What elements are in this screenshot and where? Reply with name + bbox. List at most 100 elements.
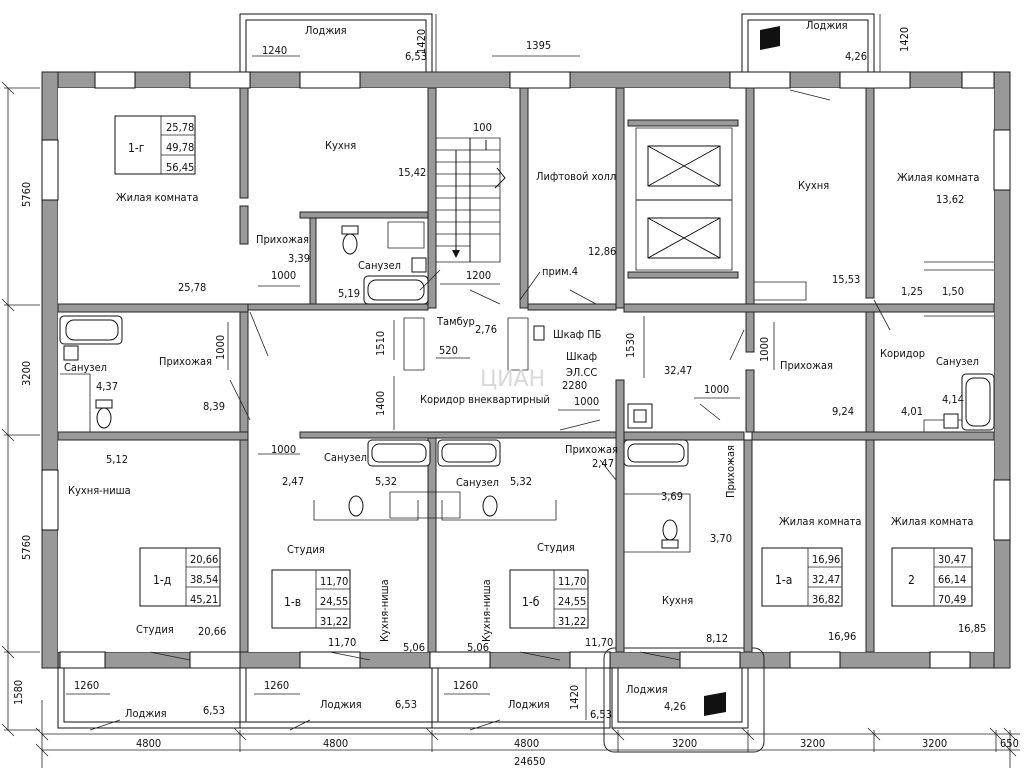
room-label-hall: Прихожая	[780, 359, 833, 372]
room-label-hall-vertical: Прихожая	[724, 445, 737, 498]
apartment-area: 38,54	[190, 573, 218, 586]
dimension-lines	[1, 14, 1020, 768]
room-label-living: Жилая комната	[897, 171, 979, 184]
dimension-bottom: 3200	[922, 737, 947, 750]
apartment-total-area: 31,22	[320, 615, 348, 628]
room-label-studio: Студия	[287, 543, 325, 556]
area-label: 13,62	[936, 193, 964, 206]
area-label: 25,78	[178, 281, 206, 294]
apartment-type: 1-в	[284, 595, 301, 609]
area-label: 16,85	[958, 622, 986, 635]
dimension-bottom: 3200	[800, 737, 825, 750]
room-label-corridor-apartment: Коридор	[880, 347, 925, 360]
dimension-label: 1000	[214, 335, 227, 360]
apartment-area: 49,78	[166, 141, 194, 154]
area-label: 5,32	[375, 475, 397, 488]
area-label: 15,42	[398, 166, 426, 179]
area-label: 6,53	[590, 708, 612, 721]
dimension-label: 1000	[271, 443, 296, 456]
area-label: 4,01	[901, 405, 923, 418]
room-label-kitchen: Кухня	[325, 139, 356, 152]
room-label-loggia: Лоджия	[320, 698, 362, 711]
apartment-area: 24,55	[558, 595, 586, 608]
area-label: 5,19	[338, 287, 360, 300]
room-label-loggia: Лоджия	[125, 707, 167, 720]
room-label-fire-cabinet: Шкаф ПБ	[553, 328, 602, 341]
apartment-box-1g: 1-г 25,78 49,78 56,45	[114, 115, 196, 175]
loggias	[57, 13, 875, 753]
room-label-loggia: Лоджия	[806, 19, 848, 32]
apartment-box-1b: 1-б 11,70 24,55 31,22	[509, 569, 589, 629]
room-label-kitchen: Кухня	[798, 179, 829, 192]
apartment-area: 24,55	[320, 595, 348, 608]
area-label: 6,53	[395, 698, 417, 711]
area-label: 4,26	[845, 50, 867, 63]
room-label-living: Жилая комната	[116, 191, 198, 204]
dimension-label: 1000	[271, 269, 296, 282]
room-label-tambur: Тамбур	[436, 315, 475, 328]
room-label-kitchen-niche: Кухня-ниша	[480, 579, 493, 642]
dimension-label: 1240	[262, 44, 287, 57]
area-label: 32,47	[664, 364, 692, 377]
dimension-bottom: 4800	[136, 737, 161, 750]
area-labels: 6,53 4,26 15,42 3,39 5,19 25,78 12,86 2,…	[96, 50, 986, 721]
apartment-total-area: 31,22	[558, 615, 586, 628]
area-label: 8,12	[706, 632, 728, 645]
room-label-kitchen-niche: Кухня-ниша	[68, 484, 131, 497]
apartment-total-area: 36,82	[812, 593, 840, 606]
room-label-hall: Прихожая	[256, 233, 309, 246]
apartment-box-1d: 1-д 20,66 38,54 45,21	[139, 547, 221, 607]
apartment-boxes: 1-г 25,78 49,78 56,45 1-д 20,66 38,54 45…	[114, 115, 973, 629]
apartment-box-1a: 1-а 16,96 32,47 36,82	[761, 547, 843, 607]
room-label-electric-cabinet: Шкаф	[566, 350, 597, 363]
area-label: 5,06	[403, 641, 425, 654]
dimension-bottom: 4800	[514, 737, 539, 750]
room-label-electric-cabinet-2: ЭЛ.СС	[566, 366, 597, 379]
room-label-bathroom: Санузел	[936, 355, 979, 368]
apartment-total-area: 56,45	[166, 161, 194, 174]
interior-walls	[57, 87, 995, 653]
dimension-label: 520	[439, 344, 458, 357]
dimension-label: 1420	[568, 685, 581, 710]
area-label: 2,47	[592, 457, 614, 470]
room-label-bathroom: Санузел	[64, 361, 107, 374]
area-label: 2,47	[282, 475, 304, 488]
room-label-living: Жилая комната	[779, 515, 861, 528]
area-label: 11,70	[328, 636, 356, 649]
dimension-label: 1260	[74, 679, 99, 692]
apartment-living-area: 25,78	[166, 121, 194, 134]
note-label: прим.4	[542, 265, 578, 278]
dimension-label: 1260	[453, 679, 478, 692]
dimension-left: 5760	[20, 182, 33, 207]
apartment-type: 1-г	[128, 141, 145, 155]
area-label: 16,96	[828, 630, 856, 643]
area-label: 8,39	[203, 400, 225, 413]
room-label-studio: Студия	[136, 623, 174, 636]
dimension-bottom: 4800	[323, 737, 348, 750]
room-label-lift-hall: Лифтовой холл	[536, 170, 616, 183]
dimension-left: 1580	[12, 680, 25, 705]
dimension-label: 100	[473, 121, 492, 134]
area-label: 3,70	[710, 532, 732, 545]
room-label-kitchen: Кухня	[662, 594, 693, 607]
room-label-kitchen-niche: Кухня-ниша	[378, 579, 391, 642]
dimension-label: 1420	[415, 29, 428, 54]
area-label: 9,24	[832, 405, 854, 418]
apartment-type: 1-д	[153, 573, 171, 587]
dimension-label: 1000	[574, 395, 599, 408]
dimension-label: 2280	[562, 379, 587, 392]
apartment-type: 1-а	[775, 573, 792, 587]
area-label: 4,26	[664, 700, 686, 713]
stairs	[436, 137, 506, 263]
room-label-studio: Студия	[537, 541, 575, 554]
dimension-label: 1260	[264, 679, 289, 692]
watermark: ЦИАН	[480, 367, 545, 392]
area-label: 5,12	[106, 453, 128, 466]
area-label: 3,39	[288, 252, 310, 265]
room-label-loggia: Лоджия	[305, 24, 347, 37]
apartment-total-area: 45,21	[190, 593, 218, 606]
room-labels: Лоджия Лоджия Жилая комната Кухня Прихож…	[64, 19, 979, 720]
room-label-corridor: Коридор внеквартирный	[420, 393, 550, 406]
area-label: 1,25	[901, 285, 923, 298]
